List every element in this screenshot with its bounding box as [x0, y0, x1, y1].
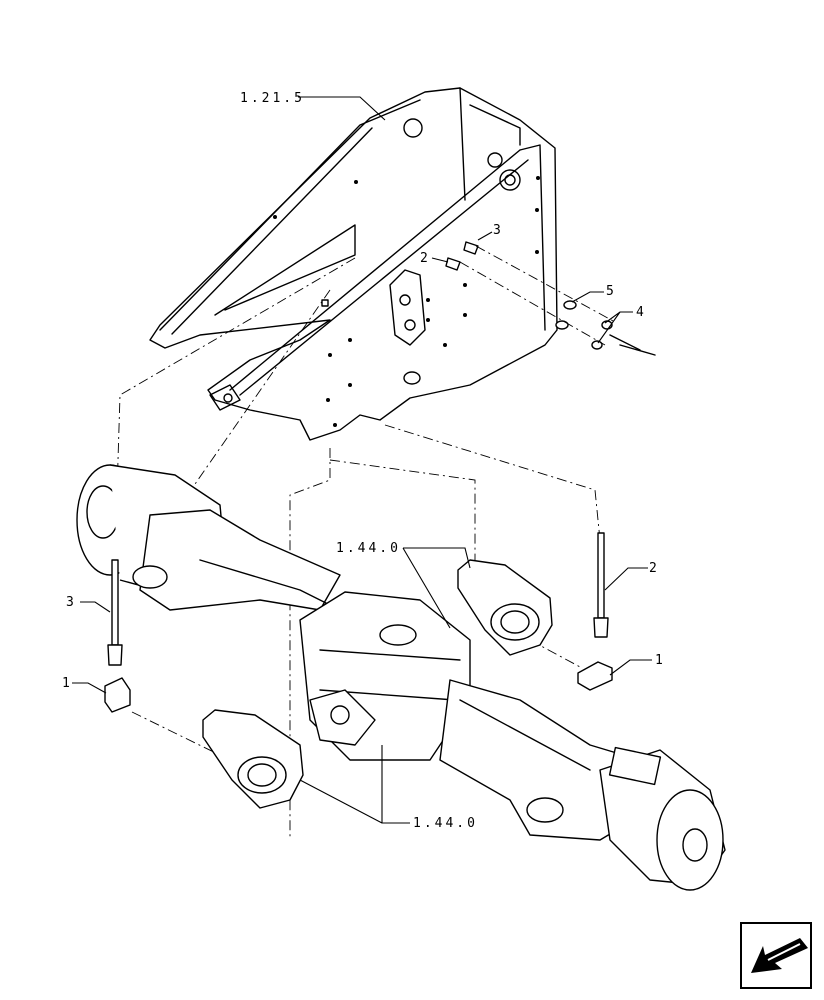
callout-labels: 1.21.5 3 2 5 4 1.44.0 2 1 3 1 1.44.0	[62, 91, 666, 831]
leader-lines	[72, 96, 652, 824]
callout-item-3-top: 3	[493, 223, 504, 238]
callout-item-1-left: 1	[62, 676, 73, 691]
arrow-down-left-icon[interactable]	[740, 922, 812, 989]
callout-item-2-top: 2	[420, 251, 431, 266]
chassis-frame	[149, 87, 558, 441]
callout-ref-axle-bottom: 1.44.0	[413, 816, 478, 831]
callout-item-3-left: 3	[66, 595, 77, 610]
axle-support-brackets	[104, 532, 613, 809]
callout-item-1-right: 1	[655, 653, 666, 668]
callout-item-2-right: 2	[649, 561, 660, 576]
callout-ref-frame: 1.21.5	[240, 91, 305, 106]
hardware-pins	[445, 241, 656, 356]
front-axle-assembly	[76, 464, 726, 891]
callout-item-4: 4	[636, 305, 647, 320]
callout-item-5: 5	[606, 284, 617, 299]
callout-ref-axle-top: 1.44.0	[336, 541, 401, 556]
